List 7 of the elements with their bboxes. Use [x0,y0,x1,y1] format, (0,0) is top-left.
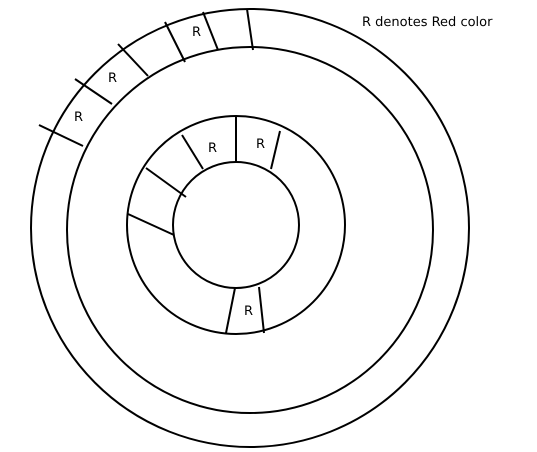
legend-note: R denotes Red color [362,15,492,30]
sector-letter: R [192,25,202,40]
sector-letter: R [256,137,266,152]
sector-letter: R [108,71,118,86]
sector-letter: R [244,304,254,319]
sector-letter: R [74,110,84,125]
sector-letter: R [208,141,218,156]
